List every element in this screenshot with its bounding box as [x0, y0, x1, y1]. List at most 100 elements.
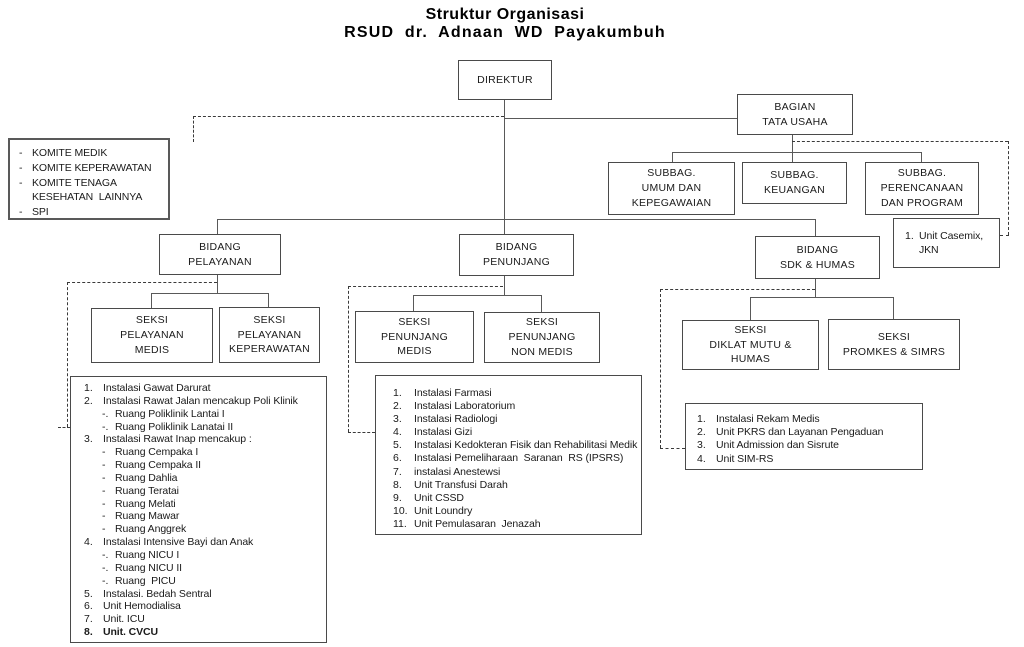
list-item-text: Unit. ICU	[103, 613, 145, 626]
list-item-text: Unit Hemodialisa	[103, 600, 181, 613]
list-item: 2. Instalasi Rawat Jalan mencakup Poli Kl…	[84, 395, 323, 408]
list-item-marker: -	[102, 459, 106, 472]
list-item-marker: 7.	[84, 613, 93, 626]
list-item-text: Instalasi Rawat Jalan mencakup Poli Klin…	[103, 394, 298, 407]
node-subbag-perencanaan-program: SUBBAG. PERENCANAAN DAN PROGRAM	[865, 162, 979, 215]
list-item: -Ruang Cempaka II	[102, 459, 323, 472]
list-item-marker: 3.	[697, 439, 706, 452]
dashed-sdk-horizontal	[660, 289, 815, 290]
node-subbag-perencanaan-label: SUBBAG. PERENCANAAN DAN PROGRAM	[880, 167, 964, 209]
dashed-pelayanan-horizontal	[67, 282, 217, 283]
dashed-pelayanan-vertical	[67, 282, 68, 427]
node-seksi-penunjang-medis: SEKSI PENUNJANG MEDIS	[355, 311, 474, 363]
list-item: -Ruang Melati	[102, 498, 323, 511]
list-item-marker: -.	[102, 548, 109, 561]
list-item: 8.Unit Transfusi Darah	[393, 479, 638, 492]
node-seksi-penunjang-non-medis-label: SEKSI PENUNJANG NON MEDIS	[508, 316, 576, 358]
list-item-marker: -	[19, 206, 23, 219]
connector-bidang-pelayanan-down	[217, 273, 218, 293]
list-item-text: Ruang Cempaka II	[115, 459, 201, 472]
unit-casemix-list: 1.Unit Casemix, JKN	[905, 229, 983, 257]
connector-seksi-pen-medis	[413, 295, 414, 311]
node-seksi-diklat-mutu-humas-label: SEKSI DIKLAT MUTU & HUMAS	[709, 323, 792, 366]
list-item-text: Unit Casemix, JKN	[919, 230, 984, 256]
list-item-marker: -.	[102, 420, 109, 433]
list-item-marker: -	[102, 471, 106, 484]
title-line-2: RSUD dr. Adnaan WD Payakumbuh	[344, 24, 666, 41]
list-item-marker: -	[102, 510, 106, 523]
connector-subbag-row	[672, 152, 921, 153]
list-item-text: Instalasi Radiologi	[414, 413, 498, 426]
node-seksi-penunjang-non-medis: SEKSI PENUNJANG NON MEDIS	[484, 312, 600, 363]
list-item-marker: 4.	[697, 452, 706, 465]
unit-casemix-box: 1.Unit Casemix, JKN	[893, 218, 1000, 268]
list-item: 10.Unit Loundry	[393, 505, 638, 518]
list-item-text: KOMITE KEPERAWATAN	[32, 161, 152, 174]
node-direktur: DIREKTUR	[458, 60, 552, 100]
list-item: 4.Instalasi Gizi	[393, 426, 638, 439]
node-bidang-penunjang-label: BIDANG PENUNJANG	[482, 241, 550, 268]
list-item: 4.Unit SIM-RS	[697, 453, 919, 466]
title-line-1: Struktur Organisasi	[425, 6, 585, 23]
list-item-text: Ruang NICU I	[115, 548, 180, 561]
list-item: -KOMITE TENAGA KESEHATAN LAINNYA	[19, 176, 164, 206]
node-seksi-promkes-simrs: SEKSI PROMKES & SIMRS	[828, 319, 960, 370]
list-item-text: Unit PKRS dan Layanan Pengaduan	[716, 426, 884, 439]
list-item-text: instalasi Anestewsi	[414, 465, 501, 478]
node-direktur-label: DIREKTUR	[477, 73, 533, 86]
list-item: -Ruang Dahlia	[102, 472, 323, 485]
list-item-text: Ruang Mawar	[115, 510, 180, 523]
list-item: 7.instalasi Anestewsi	[393, 466, 638, 479]
dashed-penunjang-horizontal	[348, 286, 503, 287]
node-seksi-diklat-mutu-humas: SEKSI DIKLAT MUTU & HUMAS	[682, 320, 819, 370]
list-item-marker: 4.	[84, 536, 93, 549]
list-item-marker: -	[102, 523, 106, 536]
list-item-marker: 9.	[393, 491, 402, 504]
list-item-marker: 6.	[84, 600, 93, 613]
node-seksi-pelayanan-medis-label: SEKSI PELAYANAN MEDIS	[120, 314, 184, 356]
connector-seksi-pelayanan-row	[151, 293, 268, 294]
list-item-marker: 11.	[393, 517, 407, 530]
list-item-text: Instalasi Laboratorium	[414, 400, 516, 413]
list-item-text: Instalasi. Bedah Sentral	[103, 587, 212, 600]
dashed-casemix-vertical	[1008, 141, 1009, 235]
list-item-text: Instalasi Gizi	[414, 426, 473, 439]
list-item-marker: -	[19, 147, 23, 159]
dashed-pelayanan-stub	[58, 427, 70, 428]
komite-list: -KOMITE MEDIK-KOMITE KEPERAWATAN-KOMITE …	[19, 146, 164, 220]
list-item: -Ruang Cempaka I	[102, 446, 323, 459]
list-item-text: Instalasi Farmasi	[414, 387, 492, 399]
list-item-marker: 1.	[697, 413, 706, 425]
list-item-marker: 6.	[393, 452, 402, 465]
dashed-komite-horizontal	[193, 116, 504, 117]
list-item-marker: -	[19, 161, 23, 174]
list-item: 6.Instalasi Pemeliharaan Saranan RS (IPS…	[393, 452, 638, 465]
list-item-marker: 2.	[697, 426, 706, 439]
list-item-marker: 5.	[393, 439, 402, 452]
node-bidang-pelayanan: BIDANG PELAYANAN	[159, 234, 281, 275]
list-item-marker: -	[102, 497, 106, 510]
list-item-marker: 8.	[393, 478, 402, 491]
list-item: 3.Instalasi Rawat Inap mencakup :	[84, 433, 323, 446]
connector-bidang-row	[217, 219, 815, 220]
connector-bidang-penunjang-down	[504, 274, 505, 295]
list-item: 5.Instalasi. Bedah Sentral	[84, 588, 323, 601]
list-item-marker: -.	[102, 561, 109, 574]
list-item: 1.Instalasi Rekam Medis	[697, 413, 919, 426]
list-item-marker: 8.	[84, 626, 93, 639]
list-item-marker: 2.	[84, 394, 93, 407]
list-item: 2. Unit PKRS dan Layanan Pengaduan	[697, 426, 919, 439]
dashed-sdk-stub	[660, 448, 685, 449]
list-item-text: Instalasi Intensive Bayi dan Anak	[103, 536, 254, 549]
list-item-marker: -.	[102, 574, 109, 587]
list-item-text: Ruang Poliklinik Lantai I	[115, 407, 225, 420]
connector-seksi-promkes	[893, 297, 894, 319]
list-item-text: Ruang Anggrek	[115, 523, 187, 536]
list-item-text: Instalasi Rawat Inap mencakup :	[103, 433, 252, 446]
list-item: 2.Instalasi Laboratorium	[393, 400, 638, 413]
list-item-marker: 10.	[393, 504, 408, 517]
list-item: -.Ruang PICU	[102, 575, 323, 588]
